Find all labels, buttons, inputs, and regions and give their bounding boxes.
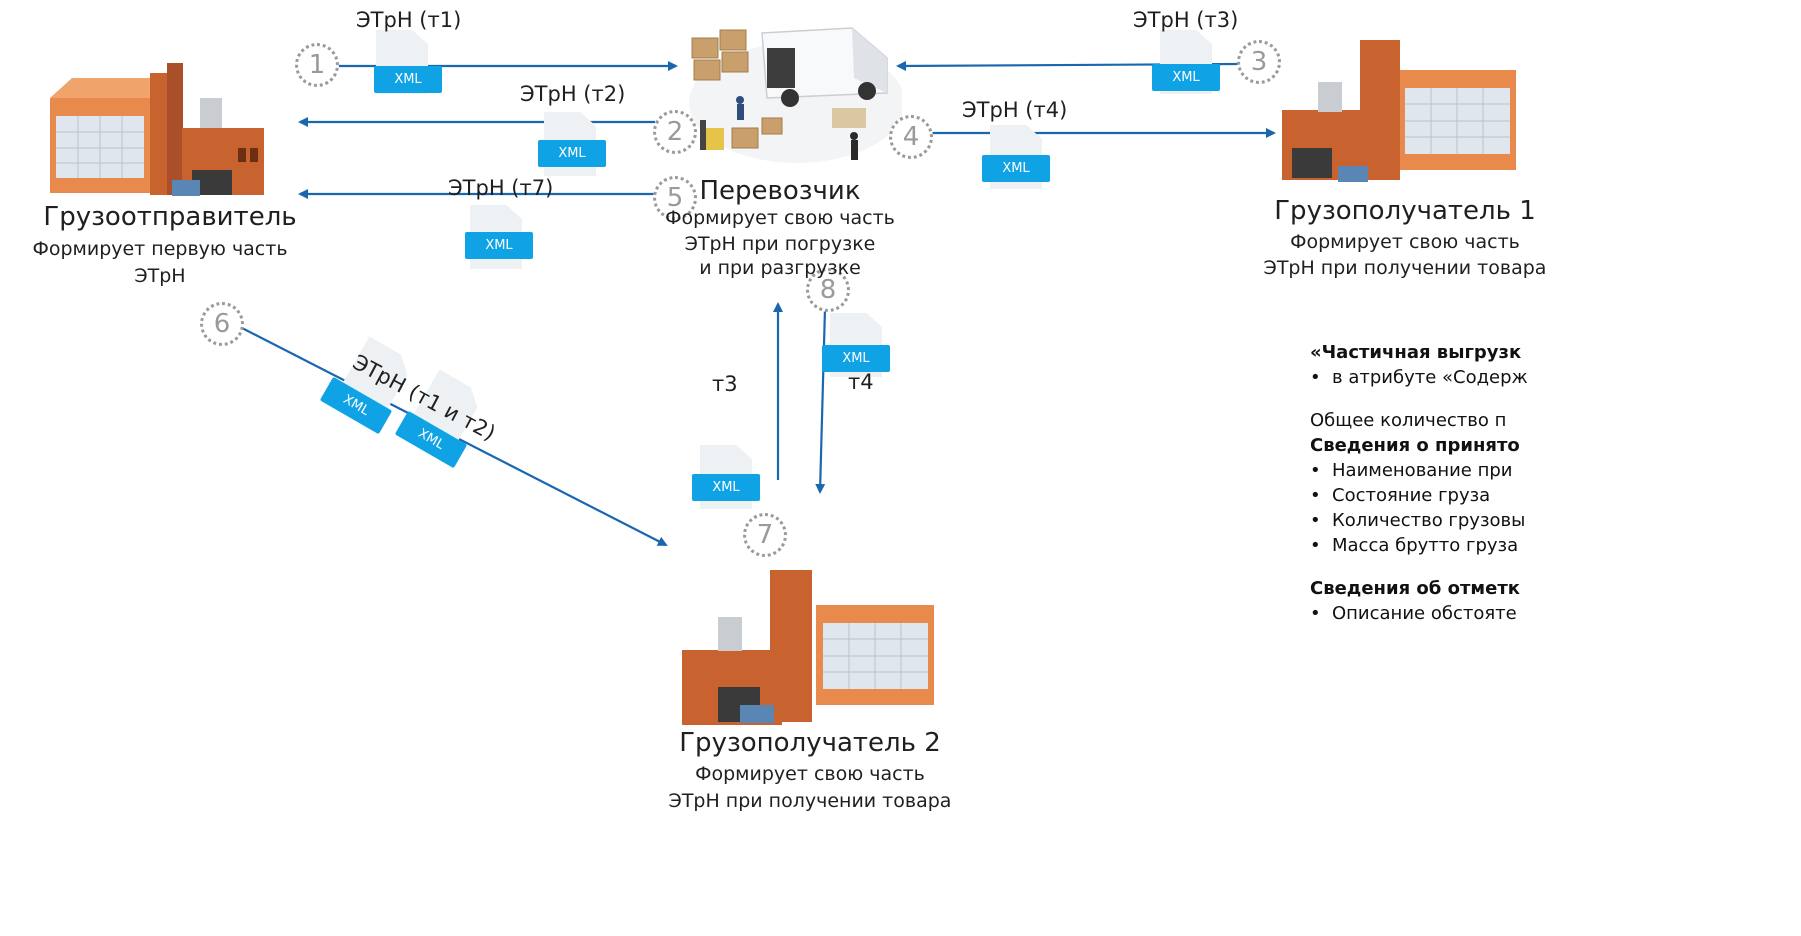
carrier-truck-icon bbox=[689, 27, 902, 163]
shipper-desc-1: Формирует первую часть bbox=[32, 238, 288, 260]
consignee2-building-icon bbox=[682, 570, 934, 725]
step-7-marker: 7 bbox=[743, 513, 787, 557]
label-short-t4: т4 bbox=[848, 370, 874, 394]
notes-panel: «Частичная выгрузк в атрибуте «Содерж Об… bbox=[1310, 340, 1528, 626]
xml-badge-7: XML bbox=[692, 474, 760, 501]
xml-badge-t4: XML bbox=[982, 155, 1050, 182]
notes-item-name-text: Наименование при bbox=[1332, 460, 1513, 481]
shipper-title: Грузоотправитель bbox=[43, 202, 297, 232]
consignee1-title: Грузополучатель 1 bbox=[1274, 196, 1536, 226]
notes-item-name: Наименование при bbox=[1310, 458, 1528, 483]
notes-item-mass: Масса брутто груза bbox=[1310, 533, 1528, 558]
consignee1-building-icon bbox=[1282, 40, 1516, 182]
consignee2-desc-1: Формирует свою часть bbox=[695, 763, 925, 785]
label-t3: ЭТрН (т3) bbox=[1133, 8, 1239, 32]
notes-item-content-attr: в атрибуте «Содерж bbox=[1310, 365, 1528, 390]
step-1-marker: 1 bbox=[295, 43, 339, 87]
notes-item-quantity-text: Количество грузовы bbox=[1332, 510, 1526, 531]
step-2-marker: 2 bbox=[653, 110, 697, 154]
label-t4: ЭТрН (т4) bbox=[962, 98, 1068, 122]
label-t1: ЭТрН (т1) bbox=[356, 8, 462, 32]
consignee1-desc-2: ЭТрН при получении товара bbox=[1263, 257, 1547, 279]
consignee1-desc-1: Формирует свою часть bbox=[1290, 231, 1520, 253]
carrier-title: Перевозчик bbox=[699, 176, 861, 206]
carrier-desc-2: ЭТрН при погрузке bbox=[684, 233, 876, 255]
arrow-8-carrier-to-consignee2 bbox=[815, 307, 827, 494]
shipper-desc-2: ЭТрН bbox=[134, 265, 186, 287]
notes-heading-marks: Сведения об отметк bbox=[1310, 578, 1520, 599]
xml-badge-8: XML bbox=[822, 345, 890, 372]
xml-badge-t1: XML bbox=[374, 66, 442, 93]
notes-heading-total-quantity: Общее количество п bbox=[1310, 410, 1507, 431]
notes-item-state-text: Состояние груза bbox=[1332, 485, 1491, 506]
xml-badge-t2: XML bbox=[538, 140, 606, 167]
notes-item-quantity: Количество грузовы bbox=[1310, 508, 1528, 533]
notes-item-state: Состояние груза bbox=[1310, 483, 1528, 508]
carrier-desc-3: и при разгрузке bbox=[699, 257, 861, 279]
label-short-t3: т3 bbox=[712, 372, 738, 396]
consignee2-title: Грузополучатель 2 bbox=[679, 728, 941, 758]
notes-item-circumstances: Описание обстояте bbox=[1310, 601, 1528, 626]
step-6-marker: 6 bbox=[200, 302, 244, 346]
step-4-marker: 4 bbox=[889, 115, 933, 159]
xml-badge-t3: XML bbox=[1152, 64, 1220, 91]
label-t2: ЭТрН (т2) bbox=[520, 82, 626, 106]
notes-item-content-attr-text: в атрибуте «Содерж bbox=[1332, 367, 1528, 388]
xml-badge-t7: XML bbox=[465, 232, 533, 259]
notes-heading-partial-unload: «Частичная выгрузк bbox=[1310, 342, 1522, 363]
notes-item-circumstances-text: Описание обстояте bbox=[1332, 603, 1517, 624]
shipper-building-icon bbox=[50, 63, 264, 196]
notes-heading-accepted: Сведения о принято bbox=[1310, 435, 1520, 456]
consignee2-desc-2: ЭТрН при получении товара bbox=[668, 790, 952, 812]
notes-item-mass-text: Масса брутто груза bbox=[1332, 535, 1519, 556]
step-3-marker: 3 bbox=[1237, 40, 1281, 84]
carrier-desc-1: Формирует свою часть bbox=[665, 207, 895, 229]
step-8-marker: 8 bbox=[806, 268, 850, 312]
label-t7: ЭТрН (т7) bbox=[448, 176, 554, 200]
step-5-marker: 5 bbox=[653, 176, 697, 220]
